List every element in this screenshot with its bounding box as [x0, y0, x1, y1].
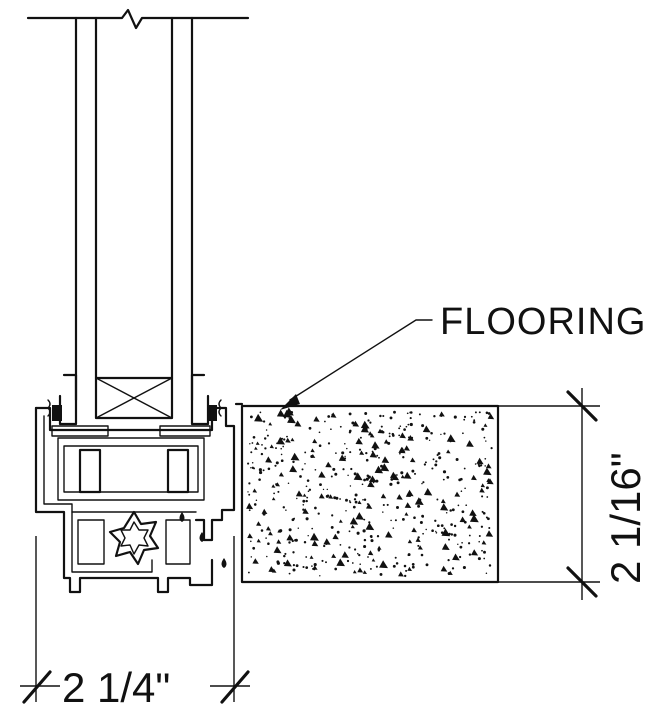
setting-block — [94, 376, 174, 420]
flooring-block — [234, 402, 500, 584]
arrow-head-icon — [280, 394, 300, 410]
sill-frame — [34, 406, 236, 594]
weep-drop-icon — [199, 532, 205, 542]
height-dimension-label: 2 1/16" — [602, 452, 649, 584]
width-dimension-label: 2 1/4" — [62, 664, 170, 711]
dimension-tick-icon — [22, 670, 52, 704]
flooring-stipple — [246, 407, 495, 578]
weep-drop-icon — [179, 512, 185, 522]
left-gasket — [52, 405, 62, 421]
top-wall-line — [26, 8, 250, 30]
weep-drop-icon — [221, 558, 227, 568]
flooring-label: FLOORING — [440, 301, 646, 343]
thermal-break — [108, 510, 160, 566]
dimension-tick-icon — [566, 566, 598, 598]
weep-drops — [179, 512, 227, 568]
dimension-tick-icon — [566, 390, 598, 422]
width-dimension: 2 1/4" — [20, 536, 250, 711]
flooring-leader: FLOORING — [280, 301, 646, 410]
dimension-tick-icon — [220, 670, 250, 704]
glazing-stops — [47, 373, 222, 426]
height-dimension: 2 1/16" — [498, 388, 649, 600]
glazing-unit — [74, 16, 194, 402]
